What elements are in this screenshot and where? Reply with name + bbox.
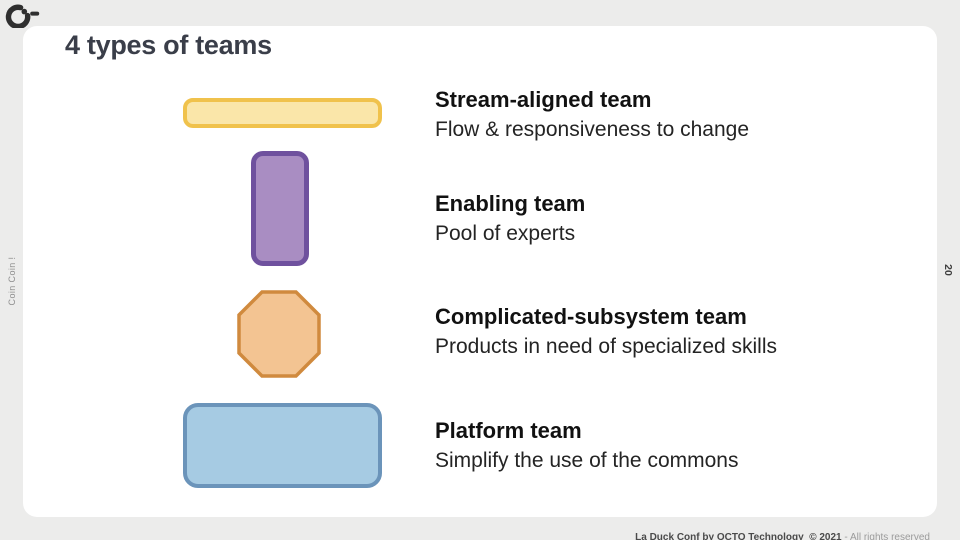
footer-rights-text: - All rights reserved — [841, 532, 930, 540]
team-name: Complicated-subsystem team — [435, 304, 747, 329]
platform-team-shape — [183, 403, 382, 488]
slide-title: 4 types of teams — [65, 30, 272, 60]
team-description: Flow & responsiveness to change — [435, 118, 750, 141]
complicated-subsystem-team-shape — [237, 290, 321, 378]
team-description: Simplify the use of the commons — [435, 449, 739, 472]
team-row-complicated-subsystem: Complicated-subsystem team Products in n… — [435, 302, 915, 361]
team-description: Products in need of specialized skills — [435, 335, 778, 358]
team-description: Pool of experts — [435, 222, 576, 245]
team-name: Platform team — [435, 418, 582, 443]
team-row-stream-aligned: Stream-aligned team Flow & responsivenes… — [435, 85, 915, 144]
footer-copyright: La Duck Conf by OCTO Technology © 2021 -… — [624, 521, 930, 540]
octo-duck-conf-logo-icon — [5, 4, 40, 28]
slide-card: 4 types of teams Stream-aligned team Flo… — [23, 26, 937, 517]
footer-brand-text: La Duck Conf by OCTO Technology © 2021 — [635, 532, 842, 540]
team-row-platform: Platform team Simplify the use of the co… — [435, 416, 915, 475]
octagon-polygon — [237, 290, 321, 378]
enabling-team-shape — [251, 151, 309, 266]
team-name: Enabling team — [435, 191, 586, 216]
page-number: 20 — [942, 264, 954, 276]
stream-aligned-team-shape — [183, 98, 382, 128]
team-name: Stream-aligned team — [435, 87, 652, 112]
team-row-enabling: Enabling team Pool of experts — [435, 189, 915, 248]
side-label-vertical: Coin Coin ! — [7, 256, 17, 306]
